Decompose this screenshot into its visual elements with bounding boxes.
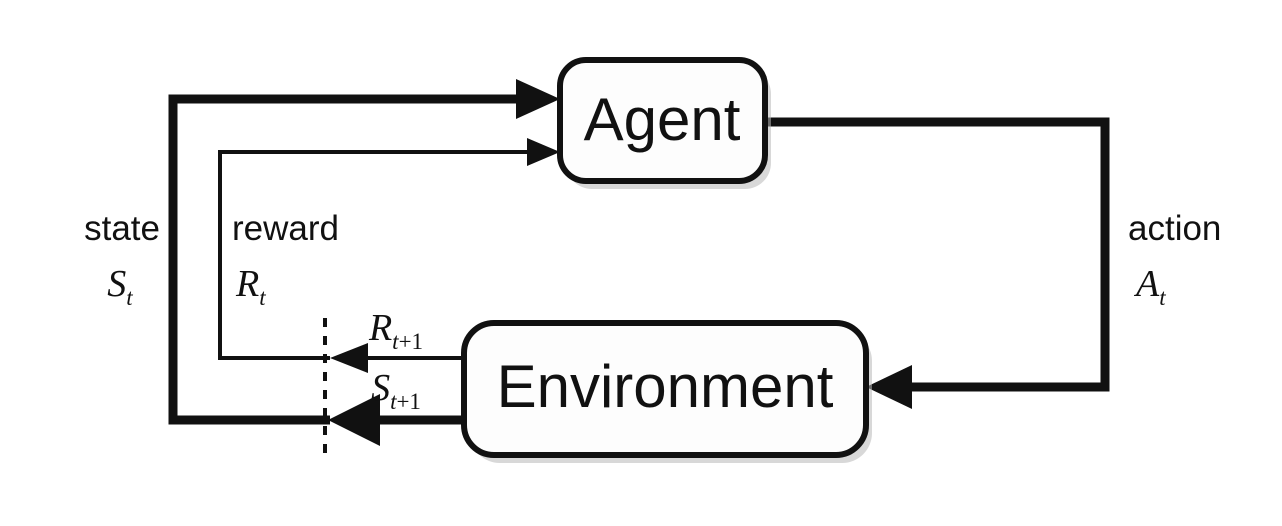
state-next-arrow (328, 394, 464, 446)
reward-next-arrow (330, 343, 464, 373)
state-label-group: state St (84, 209, 160, 310)
state-word-label: state (84, 209, 160, 248)
state-symbol-label: St (107, 263, 133, 310)
environment-box (461, 320, 869, 458)
reward-symbol: R (235, 263, 259, 305)
action-symbol-label: At (1133, 263, 1166, 310)
state-next-arrowhead (328, 394, 380, 446)
environment-node[interactable]: Environment (461, 320, 872, 463)
state-next-label-group: St+1 (371, 367, 421, 414)
state-subscript: t (126, 285, 133, 310)
agent-node[interactable]: Agent (557, 57, 771, 189)
state-path-line (168, 94, 530, 425)
action-path-line (765, 117, 1110, 392)
state-feedback-path (168, 79, 560, 425)
reward-path-line (218, 150, 535, 360)
reward-next-sub-var: t (392, 329, 399, 354)
reward-word-label: reward (232, 209, 339, 248)
state-next-sub-op: +1 (396, 389, 420, 414)
state-next-sub-var: t (390, 389, 397, 414)
reward-symbol-label: Rt (235, 263, 266, 310)
action-label-group: action At (1128, 209, 1221, 310)
reward-next-sub-op: +1 (399, 329, 423, 354)
reward-label-group: reward Rt (232, 209, 339, 310)
reward-next-label-group: Rt+1 (368, 307, 423, 354)
reward-feedback-path (218, 138, 560, 360)
state-next-label: St+1 (371, 367, 421, 414)
action-symbol: A (1133, 263, 1160, 305)
action-arrowhead-into-environment (866, 365, 912, 409)
agent-box (557, 57, 768, 184)
agent-label: Agent (584, 86, 741, 153)
reward-next-symbol: R (368, 307, 392, 349)
action-path (765, 117, 1110, 409)
reward-subscript: t (259, 285, 266, 310)
state-arrowhead-into-agent (516, 79, 560, 119)
state-next-symbol: S (371, 367, 390, 409)
state-symbol: S (107, 263, 126, 305)
environment-label: Environment (497, 353, 834, 420)
reward-next-label: Rt+1 (368, 307, 423, 354)
action-subscript: t (1159, 285, 1166, 310)
reward-arrowhead-into-agent (527, 138, 560, 166)
action-word-label: action (1128, 209, 1221, 248)
reward-next-arrowhead (330, 343, 368, 373)
